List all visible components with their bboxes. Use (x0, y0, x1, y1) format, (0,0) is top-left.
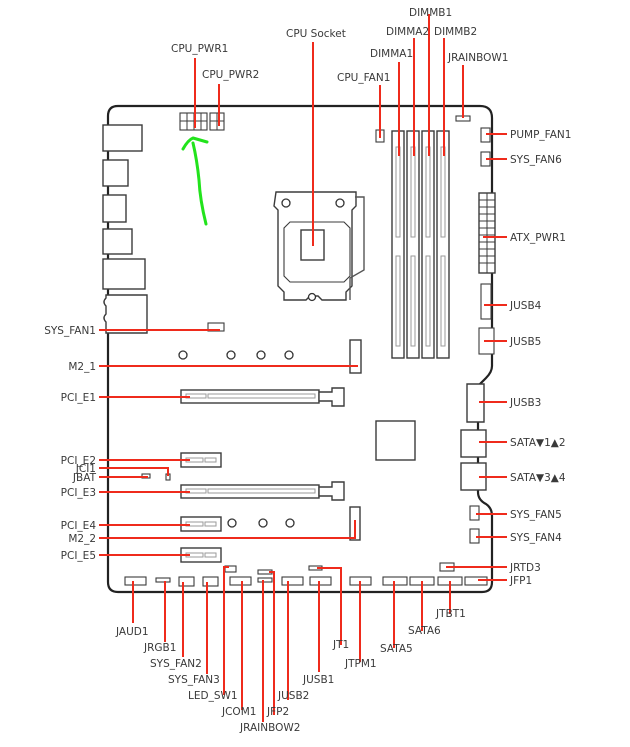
m2-2-slot (227, 506, 361, 541)
label-pci-e3: PCI_E3 (61, 487, 96, 499)
annotation-arrow-icon (181, 136, 209, 226)
label-jusb2: JUSB2 (277, 690, 309, 702)
label-jfp1: JFP1 (509, 575, 532, 587)
label-sys-fan1: SYS_FAN1 (44, 325, 96, 337)
rear-io (102, 124, 148, 334)
label-jusb4: JUSB4 (509, 300, 542, 312)
label-sata6: SATA6 (408, 625, 441, 637)
chipset (375, 420, 416, 461)
sata12-connector (460, 429, 487, 458)
label-dimmb2: DIMMB2 (434, 26, 477, 38)
pci-e4-slot (180, 516, 222, 532)
sys-fan2-header (178, 576, 195, 587)
label-led-sw1: LED_SW1 (188, 690, 238, 702)
cpu-pwr1-connector (179, 112, 208, 131)
label-cpu-pwr1: CPU_PWR1 (171, 43, 228, 55)
label-sys-fan3: SYS_FAN3 (168, 674, 220, 686)
label-sata34: SATA▼3▲4 (510, 472, 566, 484)
label-pci-e2: PCI_E2 (61, 455, 96, 467)
dimm-slots (391, 130, 450, 359)
label-pci-e4: PCI_E4 (61, 520, 97, 532)
label-m2-2: M2_2 (68, 533, 96, 545)
jaud1-header (124, 576, 147, 586)
label-jcom1: JCOM1 (221, 706, 256, 718)
label-atx-pwr1: ATX_PWR1 (510, 232, 566, 244)
label-jaud1: JAUD1 (115, 626, 149, 638)
jusb1-header (309, 576, 332, 586)
sys-fan3-header (202, 576, 219, 587)
leader-lines (99, 14, 507, 722)
pci-e3-slot (180, 481, 345, 501)
label-sys-fan2: SYS_FAN2 (150, 658, 202, 670)
cpu-socket (273, 191, 365, 302)
label-jrgb1: JRGB1 (143, 642, 176, 654)
label-jbat: JBAT (72, 472, 97, 484)
jusb4-header (480, 283, 492, 320)
m2-1-slot (178, 339, 362, 374)
label-jtbt1: JTBT1 (435, 608, 466, 620)
label-jfp2: JFP2 (266, 706, 289, 718)
label-dimmb1: DIMMB1 (409, 7, 452, 19)
label-sata12: SATA▼1▲2 (510, 437, 566, 449)
label-cpu-pwr2: CPU_PWR2 (202, 69, 259, 81)
label-jusb1: JUSB1 (302, 674, 334, 686)
label-m2-1: M2_1 (68, 361, 96, 373)
label-jtpm1: JTPM1 (344, 658, 377, 670)
label-jt1: JT1 (332, 639, 349, 651)
label-jci1: JCI1 (75, 463, 96, 475)
pci-e1-slot (180, 387, 345, 407)
cpu-pwr2-connector (209, 112, 225, 131)
label-jrainbow2: JRAINBOW2 (239, 722, 300, 734)
pci-e2-slot (180, 452, 222, 468)
label-pump-fan1: PUMP_FAN1 (510, 129, 571, 141)
jcom1-header (229, 576, 252, 586)
label-jrainbow1: JRAINBOW1 (447, 52, 508, 64)
label-jrtd3: JRTD3 (509, 562, 541, 574)
jusb2-header (281, 576, 304, 586)
label-sys-fan5: SYS_FAN5 (510, 509, 562, 521)
label-cpu-socket: CPU Socket (286, 28, 346, 40)
label-pci-e5: PCI_E5 (61, 550, 96, 562)
pci-e5-slot (180, 547, 222, 563)
jrgb1-header (155, 577, 171, 583)
label-sata5: SATA5 (380, 643, 413, 655)
jusb3-header (466, 383, 485, 423)
label-jusb3: JUSB3 (509, 397, 541, 409)
label-dimma2: DIMMA2 (386, 26, 429, 38)
label-dimma1: DIMMA1 (370, 48, 413, 60)
label-sys-fan4: SYS_FAN4 (510, 532, 562, 544)
jrainbow2-header (257, 577, 273, 583)
board-outline (106, 104, 494, 594)
label-cpu-fan1: CPU_FAN1 (337, 72, 390, 84)
atx-pwr1-connector (478, 192, 496, 274)
label-sys-fan6: SYS_FAN6 (510, 154, 562, 166)
label-pci-e1: PCI_E1 (61, 392, 96, 404)
label-jusb5: JUSB5 (509, 336, 541, 348)
